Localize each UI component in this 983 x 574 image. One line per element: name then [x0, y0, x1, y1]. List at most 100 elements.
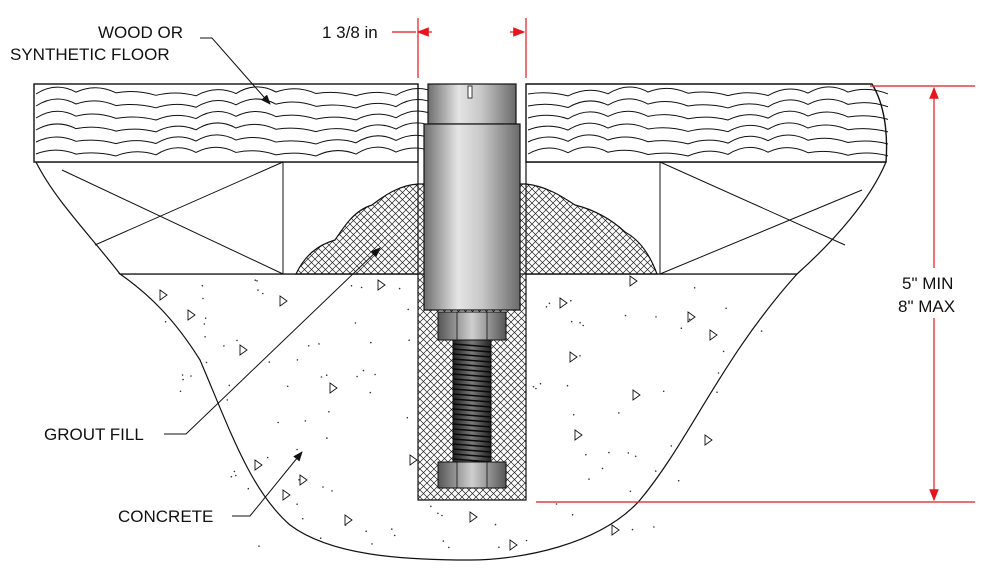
aggregate-dot: [204, 336, 206, 338]
aggregate-dot: [693, 287, 696, 289]
aggregate-dot: [319, 537, 322, 539]
aggregate-mark: [611, 524, 620, 536]
thread-line: [452, 343, 492, 348]
aggregate-dot: [548, 302, 551, 305]
aggregate-dot: [725, 307, 727, 310]
aggregate-dot: [408, 339, 410, 342]
aggregate-mark: [559, 297, 568, 309]
aggregate-dot: [164, 320, 167, 323]
aggregate-dot: [579, 355, 581, 357]
aggregate-dot: [298, 479, 300, 481]
aggregate-dot: [296, 448, 298, 451]
floor-leader-line: [200, 37, 271, 105]
aggregate-mark: [687, 311, 696, 323]
aggregate-dot: [572, 413, 575, 416]
aggregate-dot: [320, 376, 323, 378]
aggregate-mark: [329, 382, 338, 394]
aggregate-dot: [722, 350, 725, 353]
aggregate-dot: [262, 292, 264, 295]
aggregate-dot: [296, 359, 299, 361]
aggregate-mark: [299, 474, 308, 486]
grain-line: [527, 122, 889, 133]
concrete-label: CONCRETE: [118, 507, 213, 526]
thread-line: [452, 423, 492, 428]
aggregate-mark: [629, 275, 638, 287]
aggregate-dot: [654, 470, 657, 472]
grain-line: [35, 86, 437, 97]
aggregate-dot: [286, 385, 289, 388]
aggregate-dot: [256, 280, 258, 282]
aggregate-dot: [230, 475, 233, 478]
aggregate-dot: [570, 299, 572, 302]
thread-line: [452, 418, 492, 423]
aggregate-mark: [377, 279, 386, 291]
aggregate-dot: [398, 287, 401, 290]
aggregate-mark: [509, 539, 518, 551]
aggregate-dot: [182, 378, 184, 381]
depth-min-label: 5" MIN: [902, 274, 953, 293]
sleeper-blocks: [61, 161, 863, 275]
aggregate-mark: [239, 344, 248, 356]
thread-line: [452, 403, 492, 408]
depth-dimension: [536, 85, 975, 503]
aggregate-dot: [406, 416, 409, 419]
aggregate-dot: [202, 297, 204, 300]
thread-line: [452, 388, 492, 393]
wood-grain: [35, 86, 889, 157]
aggregate-dot: [226, 399, 229, 401]
aggregate-mark: [254, 459, 263, 471]
floor-board-right: [525, 83, 888, 163]
aggregate-dot: [266, 456, 269, 459]
thread-line: [452, 368, 492, 373]
floor-label-line2: SYNTHETIC FLOOR: [10, 45, 170, 64]
aggregate-dot: [442, 540, 445, 542]
thread-line: [452, 433, 492, 438]
thread-line: [452, 358, 492, 363]
aggregate-dot: [677, 479, 680, 482]
aggregate-dot: [181, 374, 184, 376]
aggregate-dot: [545, 306, 548, 308]
aggregate-dot: [257, 289, 259, 291]
aggregate-mark: [279, 295, 288, 307]
grain-line: [35, 98, 437, 109]
aggregate-dot: [360, 286, 363, 289]
aggregate-dot: [585, 453, 587, 456]
aggregate-dot: [203, 323, 206, 325]
aggregate-dot: [325, 374, 328, 377]
aggregate-dot: [268, 361, 271, 363]
aggregate-dot: [356, 375, 358, 378]
thread-line: [452, 448, 492, 453]
aggregate-dot: [179, 390, 182, 393]
grain-line: [35, 134, 437, 145]
aggregate-dot: [254, 279, 257, 282]
aggregate-dot: [205, 361, 208, 364]
aggregate-dot: [318, 343, 320, 345]
aggregate-dot: [350, 285, 353, 287]
depth-max-label: 8" MAX: [898, 297, 955, 316]
grout-leader-line: [164, 247, 381, 435]
aggregate-dot: [717, 372, 720, 374]
aggregate-mark: [187, 309, 196, 321]
thread-line: [452, 443, 492, 448]
aggregate-dot: [608, 451, 610, 454]
aggregate-dot: [326, 437, 328, 439]
aggregate-dot: [532, 386, 535, 388]
aggregate-dot: [371, 543, 373, 545]
rod-threads: [452, 343, 492, 463]
aggregate-dot: [448, 546, 450, 549]
aggregate-dot: [331, 490, 333, 492]
aggregate-dot: [201, 284, 204, 287]
aggregate-dot: [430, 505, 432, 508]
aggregate-dot: [631, 528, 634, 531]
aggregate-dot: [247, 487, 250, 490]
grain-line: [35, 110, 437, 121]
aggregate-dot: [354, 322, 357, 324]
aggregate-dot: [579, 321, 581, 324]
aggregate-dot: [296, 503, 298, 506]
aggregate-dot: [236, 339, 238, 342]
aggregate-mark: [469, 511, 478, 523]
aggregate-dot: [539, 382, 542, 385]
aggregate-dot: [566, 384, 569, 387]
anchor-sleeve-slot: [467, 85, 473, 99]
concrete-aggregate: [159, 275, 763, 551]
